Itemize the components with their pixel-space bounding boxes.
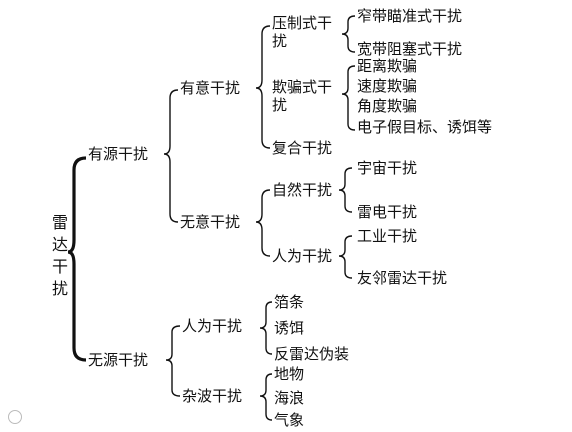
passive-manmade-item: 箔条: [274, 293, 305, 311]
natural-brace: [338, 167, 353, 213]
intentional-jamming-label: 有意干扰: [180, 79, 241, 97]
active-manmade-item: 工业干扰: [357, 227, 418, 245]
deception-item: 距离欺骗: [357, 57, 418, 75]
passive-manmade-jamming-label: 人为干扰: [182, 317, 243, 335]
passive-brace: [165, 325, 181, 397]
composite-jamming-label: 复合干扰: [272, 139, 333, 157]
deception-item: 速度欺骗: [357, 77, 418, 95]
passive-manmade-brace: [259, 301, 273, 355]
watermark-icon: [8, 410, 22, 424]
passive-jamming-label: 无源干扰: [88, 351, 149, 369]
natural-jamming-label: 自然干扰: [272, 181, 333, 199]
deception-brace: [341, 65, 356, 131]
clutter-item: 地物: [274, 365, 305, 383]
deception-item: 角度欺骗: [357, 97, 418, 115]
passive-manmade-item: 诱饵: [274, 319, 305, 337]
deception-item: 电子假目标、诱饵等: [357, 118, 493, 136]
clutter-brace: [259, 373, 273, 421]
suppression-item: 宽带阻塞式干扰: [357, 40, 463, 58]
active-jamming-label: 有源干扰: [88, 145, 149, 163]
suppression-jamming-label: 压制式干扰: [272, 14, 333, 50]
clutter-item: 气象: [274, 411, 305, 429]
root-label: 雷达干扰: [52, 213, 69, 298]
suppression-item: 窄带瞄准式干扰: [357, 7, 463, 25]
root-brace: [67, 156, 87, 362]
unintentional-brace: [255, 189, 271, 257]
clutter-jamming-label: 杂波干扰: [182, 387, 243, 405]
active-manmade-brace: [338, 235, 353, 279]
active-manmade-item: 友邻雷达干扰: [357, 269, 448, 287]
suppression-brace: [341, 15, 356, 53]
active-brace: [163, 89, 179, 223]
watermark-logo: [8, 410, 24, 424]
passive-manmade-item: 反雷达伪装: [274, 345, 350, 363]
clutter-item: 海浪: [274, 389, 305, 407]
natural-item: 雷电干扰: [357, 203, 418, 221]
natural-item: 宇宙干扰: [357, 159, 418, 177]
unintentional-jamming-label: 无意干扰: [180, 213, 241, 231]
deception-jamming-label: 欺骗式干扰: [272, 78, 333, 114]
active-manmade-jamming-label: 人为干扰: [272, 247, 333, 265]
intentional-brace: [255, 25, 271, 149]
